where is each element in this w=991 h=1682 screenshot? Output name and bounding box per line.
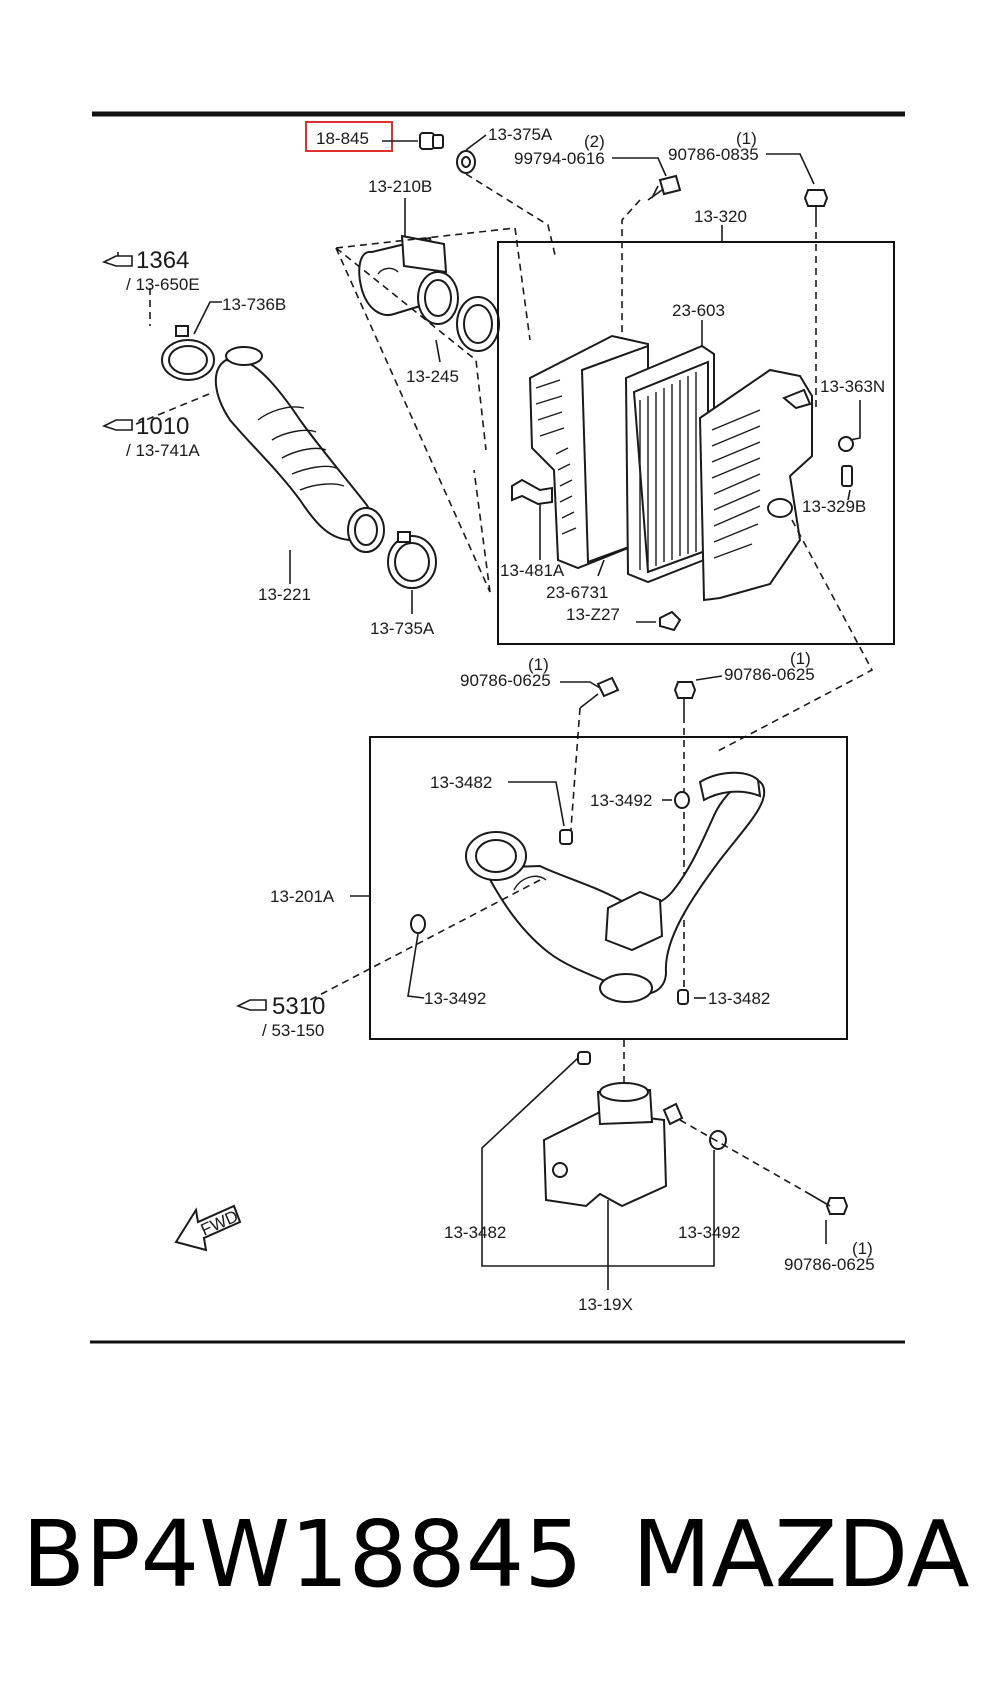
- label-90786-0625-right: 90786-0625: [724, 665, 815, 684]
- air-flow-meter: [358, 234, 459, 325]
- resonator-duct-box-outline: [369, 736, 848, 1040]
- part-number: BP4W18845: [22, 1501, 583, 1608]
- clip-13-481A: [511, 478, 553, 506]
- resonator-duct: [465, 771, 766, 1003]
- label-13-735A: 13-735A: [370, 619, 435, 638]
- screw-99794-0616: [647, 174, 682, 201]
- label-13-19X: 13-19X: [578, 1295, 633, 1314]
- bolt-90786-0625-right: [673, 681, 697, 716]
- grommet-13-3492-bottom: [709, 1130, 727, 1150]
- label-90786-0625-bottom: 90786-0625: [784, 1255, 875, 1274]
- label-13-3492-bottom: 13-3492: [678, 1223, 740, 1242]
- label-13-Z27: 13-Z27: [566, 605, 620, 624]
- gasket-13-245: [456, 296, 500, 352]
- label-13-375A: 13-375A: [488, 125, 553, 144]
- clamp-13-736B: [161, 325, 215, 381]
- bolt-90786-0625-bottom: [805, 1191, 849, 1215]
- resonator-13-19X: [542, 1082, 684, 1208]
- label-1364: 1364: [136, 247, 189, 274]
- footer: BP4W18845 MAZDA: [0, 1500, 991, 1620]
- air-cleaner-case: [698, 368, 813, 602]
- label-qty-2: (2): [584, 132, 605, 151]
- grommet-13-363N: [838, 436, 854, 452]
- label-13-329B: 13-329B: [802, 497, 866, 516]
- label-13-741A: / 13-741A: [126, 441, 200, 460]
- pin-13-3482-lower: [677, 989, 689, 1005]
- brand-name: MAZDA: [632, 1501, 970, 1608]
- label-99794-0616: 99794-0616: [514, 149, 605, 168]
- label-13-201A: 13-201A: [270, 887, 335, 906]
- label-13-245: 13-245: [406, 367, 459, 386]
- label-qty-1-top: (1): [736, 129, 757, 148]
- label-13-3482-upper: 13-3482: [430, 773, 492, 792]
- grommet-13-375A: [456, 150, 476, 174]
- pin-13-3482-upper: [559, 829, 573, 845]
- air-cleaner-box-outline: [497, 241, 895, 645]
- label-1010: 1010: [136, 413, 189, 440]
- hand-pointer-icon: [101, 419, 133, 431]
- label-13-363N: 13-363N: [820, 377, 885, 396]
- label-13-3492-lower: 13-3492: [424, 989, 486, 1008]
- label-18-845: 18-845: [316, 129, 369, 148]
- label-13-210B: 13-210B: [368, 177, 432, 196]
- label-13-736B: 13-736B: [222, 295, 286, 314]
- hose-13-221: [214, 346, 385, 553]
- highlight-box: [305, 121, 393, 152]
- grommet-13-3492-upper: [674, 791, 690, 809]
- clamp-13-735A: [387, 531, 437, 589]
- label-13-650E: / 13-650E: [126, 275, 200, 294]
- pin-13-329B: [841, 465, 853, 487]
- label-90786-0625-left: 90786-0625: [460, 671, 551, 690]
- label-13-320: 13-320: [694, 207, 747, 226]
- hand-pointer-icon: [235, 999, 267, 1011]
- grommet-13-3492-lower: [410, 914, 426, 934]
- label-qty-1-bottom: (1): [852, 1239, 873, 1258]
- pin-13-3482-bottom: [577, 1051, 591, 1065]
- label-23-603: 23-603: [672, 301, 725, 320]
- label-5310: 5310: [272, 993, 325, 1020]
- label-13-3482-lower: 13-3482: [708, 989, 770, 1008]
- sensor-18-845: [419, 132, 444, 150]
- label-53-150: / 53-150: [262, 1021, 324, 1040]
- label-90786-0835: 90786-0835: [668, 145, 759, 164]
- label-qty-1-midleft: (1): [528, 655, 549, 674]
- label-23-6731: 23-6731: [546, 583, 608, 602]
- clip-13-Z27: [659, 610, 682, 632]
- label-13-3482-bottom: 13-3482: [444, 1223, 506, 1242]
- hand-pointer-icon: [101, 252, 133, 267]
- label-13-3492-upper: 13-3492: [590, 791, 652, 810]
- label-13-221: 13-221: [258, 585, 311, 604]
- bolt-90786-0625-left: [579, 676, 620, 709]
- label-13-481A: 13-481A: [500, 561, 565, 580]
- label-qty-1-midright: (1): [790, 649, 811, 668]
- fwd-arrow-icon: [174, 1204, 242, 1252]
- bolt-90786-0835: [803, 189, 829, 220]
